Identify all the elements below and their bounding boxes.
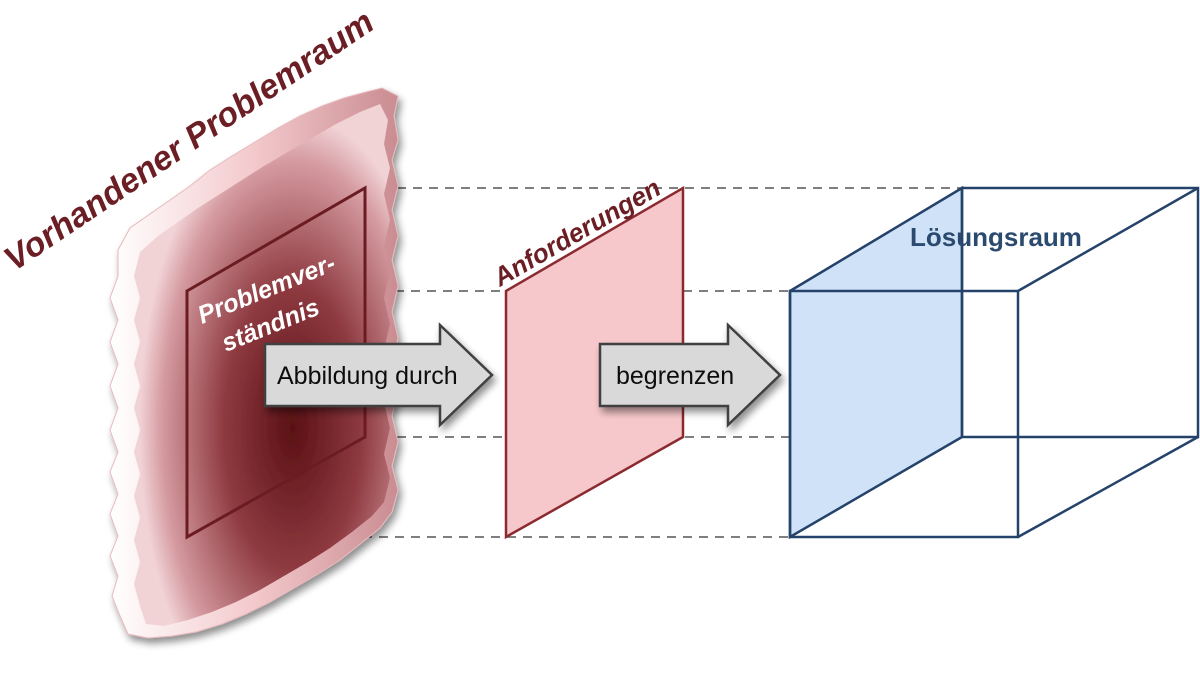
problem-space-slab bbox=[109, 87, 399, 639]
mapping-arrow-label: Abbildung durch bbox=[277, 362, 458, 390]
cube-edge-top-right bbox=[1017, 186, 1199, 293]
solution-space-label: Lösungsraum bbox=[910, 222, 1082, 252]
limit-arrow: begrenzen bbox=[598, 322, 782, 428]
solution-cube bbox=[788, 185, 1200, 540]
cube-edge-bottom-right bbox=[1017, 435, 1199, 539]
slab-face bbox=[134, 104, 390, 626]
limit-arrow-label: begrenzen bbox=[616, 362, 734, 390]
requirements-plane bbox=[504, 185, 685, 540]
mapping-arrow: Abbildung durch bbox=[263, 322, 494, 428]
understanding-square bbox=[185, 185, 367, 540]
